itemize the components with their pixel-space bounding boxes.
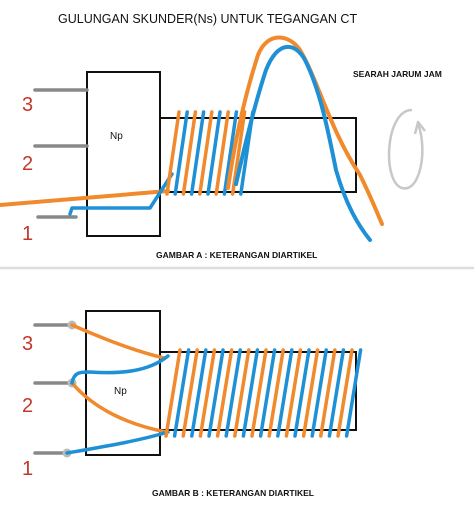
terminal-3-b: 3 (22, 333, 33, 355)
coil-turn (198, 348, 217, 438)
coil-turn (241, 348, 260, 438)
coil-turn (165, 110, 181, 196)
coil-a (165, 110, 255, 196)
core-label-b: Np (114, 386, 127, 397)
coil-turn (198, 110, 214, 196)
coil-turn (190, 348, 208, 438)
direction-label: SEARAH JARUM JAM (353, 69, 442, 79)
coil-turn (276, 348, 294, 438)
coil-turn (267, 348, 285, 438)
coil-turn (222, 110, 239, 196)
terminal-1-a: 1 (22, 223, 33, 245)
coil-turn (344, 348, 363, 438)
coil-b (164, 348, 363, 438)
coil-turn (224, 348, 242, 438)
coil-turn (207, 348, 225, 438)
orange-lead-a (0, 189, 170, 207)
figure-a: Np 3 2 1 SEARAH JARUM JAM GAMBAR A : KET… (0, 35, 442, 260)
primary-block-b (85, 310, 161, 456)
terminal-2-a: 2 (22, 153, 33, 175)
coil-turn (230, 110, 247, 196)
blue-lead-bottom-b (65, 430, 170, 455)
coil-turn (327, 348, 346, 438)
pins-b (33, 323, 72, 455)
coil-turn (215, 348, 234, 438)
coil-turn (319, 348, 337, 438)
coil-turn (214, 110, 230, 196)
coil-turn (293, 348, 311, 438)
caption-b: GAMBAR B : KETERANGAN DIARTIKEL (152, 488, 314, 498)
clockwise-rotation-arrow-icon (387, 108, 426, 190)
coil-turn (206, 110, 222, 196)
coil-turn (250, 348, 268, 438)
pins-a (33, 88, 89, 219)
coil-turn (172, 348, 191, 438)
coil-turn (301, 348, 320, 438)
primary-block-a (86, 71, 161, 237)
terminal-2-b: 2 (22, 395, 33, 417)
figure-b: Np 3 2 1 GAMBAR B : KETERANGAN DIARTIKEL (22, 310, 363, 498)
caption-a: GAMBAR A : KETERANGAN DIARTIKEL (156, 250, 317, 260)
coil-turn (284, 348, 303, 438)
blue-lead-mid-b (70, 354, 170, 385)
coil-turn (181, 348, 199, 438)
coil-turn (336, 348, 354, 438)
orange-lead-top-b (70, 323, 166, 360)
coil-turn (164, 348, 182, 438)
blue-lead-a (68, 172, 174, 216)
coil-turn (233, 348, 251, 438)
diagram-title: GULUNGAN SKUNDER(Ns) UNTUK TEGANGAN CT (58, 12, 357, 26)
coil-turn (181, 110, 198, 196)
core-label-a: Np (110, 131, 123, 142)
terminal-3-a: 3 (22, 94, 33, 116)
coil-turn (173, 110, 189, 196)
orange-lead-mid-b (70, 381, 168, 434)
coil-turn (258, 348, 277, 438)
blue-loop-a (234, 44, 372, 242)
terminal-1-b: 1 (22, 458, 33, 480)
coil-turn (189, 110, 206, 196)
solder-points-b (62, 320, 77, 458)
coil-turn (310, 348, 328, 438)
